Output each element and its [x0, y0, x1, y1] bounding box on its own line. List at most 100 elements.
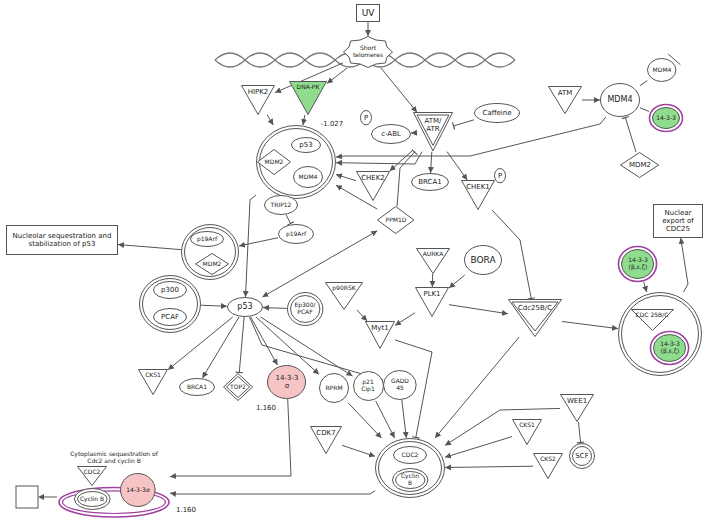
outline-part: [191, 232, 224, 247]
outline-part: [376, 439, 445, 498]
molecule-oval: c-ABL: [371, 124, 411, 144]
outline-part: [357, 172, 390, 201]
outline-part: [228, 298, 263, 317]
molecule-oval: p53: [227, 297, 263, 317]
outline-part: [412, 174, 449, 191]
enzyme-group-diamond: TOP2: [223, 373, 253, 401]
outline-part: [512, 302, 558, 331]
node-label: Short telomeres: [351, 45, 385, 59]
molecule-oval: TRIP12: [264, 195, 298, 215]
activation-arrow: [381, 68, 417, 112]
outline-part: [417, 115, 449, 145]
outline-part: [631, 310, 673, 331]
node-label: SCF: [575, 452, 588, 460]
node-label: CDC 25B/C: [636, 312, 669, 319]
outline-part: [265, 196, 298, 215]
activation-arrow: [402, 400, 407, 438]
outline-part: [378, 207, 414, 234]
outline-part: [224, 374, 253, 401]
complex-circle: SCF: [569, 443, 595, 469]
kinase-group-triangle: ATM/ ATR: [413, 112, 453, 151]
node-label: P: [364, 114, 368, 122]
outline-part: [292, 138, 321, 153]
outline-part: [619, 293, 702, 376]
node-label: p300: [161, 286, 179, 294]
outline-part: [384, 371, 417, 400]
complex-circle: Cytoplasmic sequestration of Cdc2 and cy…: [58, 450, 170, 518]
node-label: Caffeine: [483, 109, 512, 117]
outline-part: [650, 105, 683, 132]
molecule-oval: p300: [153, 281, 187, 299]
node-label: ATM: [558, 89, 573, 97]
molecule-oval: Caffeine: [474, 103, 520, 123]
molecule-circle: 14-3-3 σ: [267, 365, 306, 399]
process-box: UV: [356, 4, 380, 22]
outline-part: [395, 472, 424, 489]
outline-part: [311, 427, 342, 454]
node-label: Cdc25B/C: [518, 304, 552, 312]
activation-arrow: [376, 401, 395, 438]
activation-arrow: [239, 238, 278, 246]
node-label: MDM4: [299, 174, 318, 181]
outline-part: [154, 282, 187, 299]
node-label: p19Arf: [286, 231, 306, 238]
node-label: MDM2: [629, 161, 651, 169]
kinase-triangle: Myt1: [365, 321, 395, 349]
node-label: DNA-PK: [297, 84, 320, 91]
node-label: 14-3-3 (β,ε,ζ): [625, 257, 651, 271]
molecule-oval: BRCA1: [179, 378, 215, 396]
outline-part: [227, 377, 250, 398]
node-label: Ep300/ PCAF: [293, 302, 317, 316]
enzyme-diamond: MDM2: [620, 152, 659, 178]
node-label: BRCA1: [418, 178, 441, 186]
outline-part: [573, 447, 592, 466]
outline-part: [290, 82, 327, 115]
node-label: GADD 45: [389, 378, 411, 392]
outline-part: [268, 366, 306, 399]
outline-part: [344, 37, 393, 68]
outline-part: [621, 153, 659, 178]
node-label: AURKA: [423, 251, 444, 258]
activation-arrow: [336, 174, 356, 180]
node-label: Nuclear export of CDC25: [657, 209, 699, 233]
enzyme-diamond: MDM2: [195, 253, 229, 275]
activation-arrow: [336, 117, 606, 157]
outline-part: [139, 370, 168, 395]
molecule-oval: CDC2: [393, 446, 427, 464]
activation-arrow: [395, 313, 415, 326]
outline-part: [475, 104, 520, 123]
node-label: p21 Cip1: [358, 379, 378, 393]
kinase-triangle: CDK7: [310, 426, 342, 454]
arrow-head: [38, 494, 44, 500]
complex-circle: 14-3-3: [649, 104, 683, 132]
node-label: CKS2: [540, 456, 556, 463]
outline-part: [651, 332, 689, 365]
node-label: MDM4: [607, 95, 632, 104]
outline-part: [121, 474, 156, 507]
activation-arrow: [445, 437, 512, 458]
inhibition-line: [578, 422, 580, 443]
node-label: PLK1: [423, 290, 440, 298]
kinase-triangle: CHEK2: [356, 171, 390, 201]
kinase-group-triangle: Cdc25B/C: [508, 299, 562, 337]
node-label: ATM/ ATR: [422, 117, 444, 133]
node-label: 14-3-3σ: [126, 487, 149, 494]
node-label: CHEK1: [466, 183, 490, 191]
node-label: p53: [237, 302, 252, 311]
node-label: RPRM: [325, 385, 342, 392]
outline-part: [279, 225, 314, 244]
outline-part: [242, 86, 275, 115]
kinase-triangle: CDC 25B/C: [631, 309, 674, 331]
outline-part: [353, 372, 383, 401]
outline-part: [513, 420, 542, 445]
activation-arrow: [275, 63, 343, 93]
node-label: CKS1: [519, 422, 535, 429]
outline-part: [143, 279, 198, 330]
molecule-oval: P: [494, 168, 506, 183]
activation-arrow: [245, 195, 256, 297]
outline-part: [416, 288, 449, 317]
outline-part: [601, 84, 640, 117]
node-label: CDC2: [402, 452, 419, 459]
node-label: TRIP12: [271, 202, 292, 209]
